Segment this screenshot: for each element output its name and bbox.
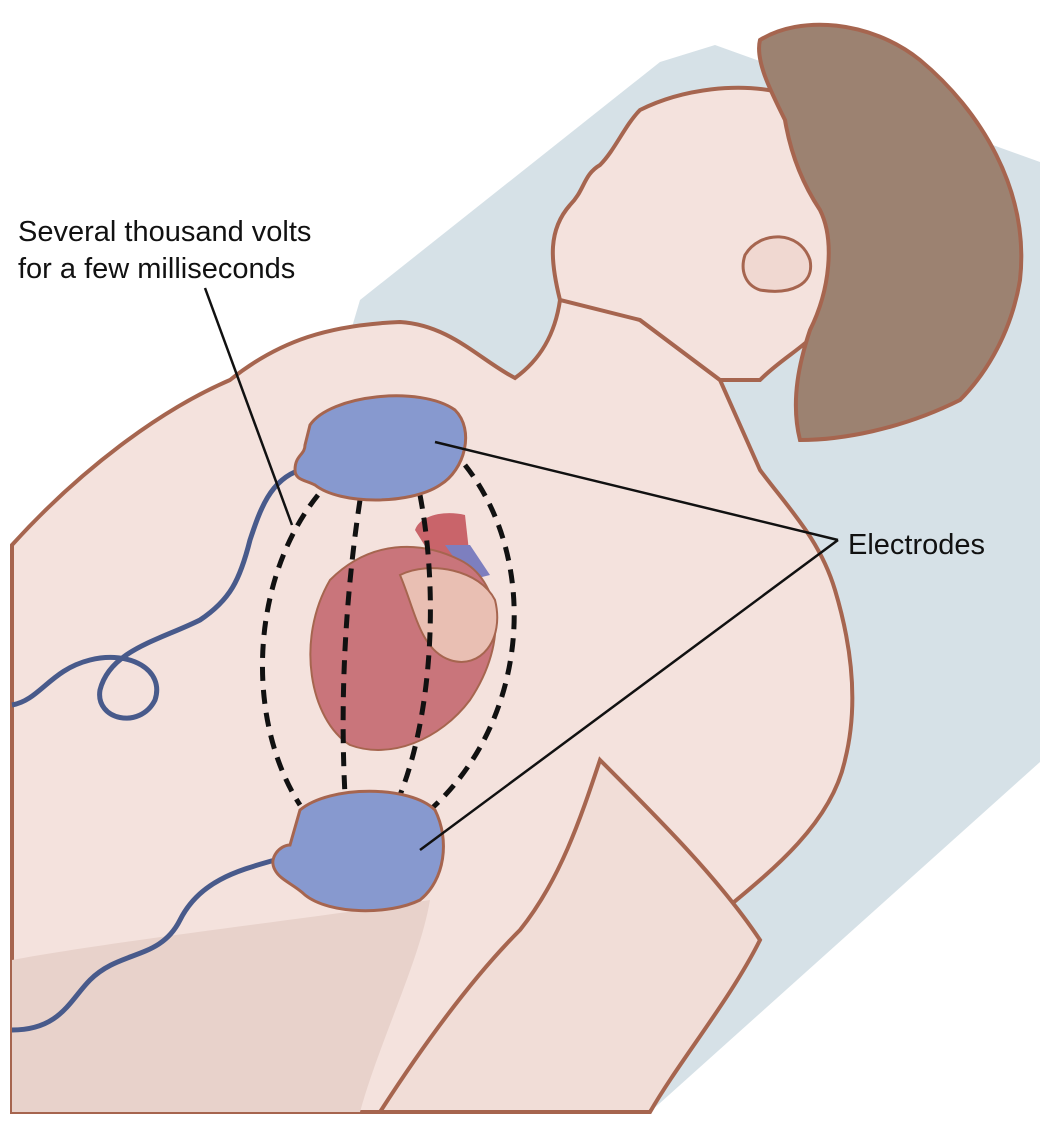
voltage-label-line1: Several thousand volts xyxy=(18,216,312,248)
hair xyxy=(757,22,1024,443)
heart xyxy=(309,513,499,751)
ear xyxy=(741,235,813,293)
electrodes-label: Electrodes xyxy=(848,529,986,561)
lower-chest-shadow xyxy=(12,900,430,1112)
bottom-electrode-cable xyxy=(11,857,276,1033)
leader-lines xyxy=(203,287,839,852)
current-path-lines xyxy=(260,463,517,812)
arm xyxy=(376,756,763,1114)
top-electrode[interactable] xyxy=(293,394,468,502)
voltage-label-line2: for a few milliseconds xyxy=(18,253,296,285)
top-electrode-cable xyxy=(11,467,301,721)
bottom-electrode[interactable] xyxy=(271,789,445,913)
